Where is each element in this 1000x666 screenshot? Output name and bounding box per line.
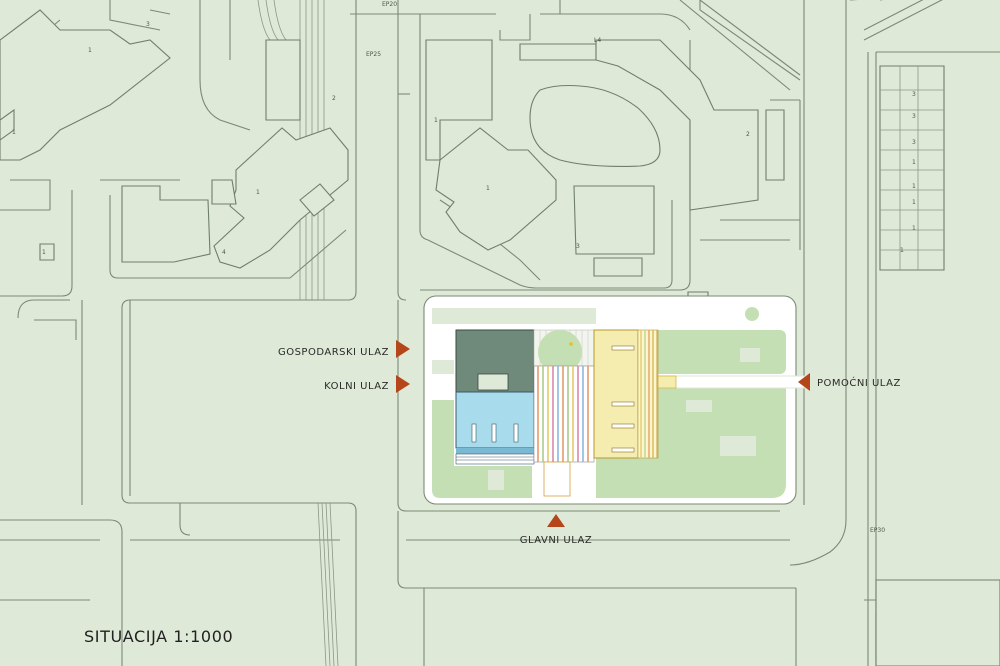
map-numbers: 3 1 1 2 1 4 1 1 3 2 3 3 3 1 1 1 1 1 1 1 … [12,1,916,534]
map-number: 1 [88,47,92,54]
map-number: 1 [900,247,904,254]
sports-hall [593,329,639,459]
map-number: 2 [332,95,336,102]
service-entrance-arrow [396,340,410,358]
map-number: 3 [912,91,916,98]
vehicle-entrance-arrow [396,375,410,393]
main-entrance-label: GLAVNI ULAZ [520,535,593,546]
vehicle-entrance-label: KOLNI ULAZ [324,381,389,392]
auxiliary-entrance-arrow [798,373,810,391]
drawing-title: SITUACIJA 1:1000 [84,627,233,646]
map-number: 3 [576,243,580,250]
project-site [423,295,805,505]
path-bit [432,360,454,374]
entrance-plaza [543,461,571,497]
map-number: 1 [434,117,438,124]
lawn-lower-left [432,400,532,498]
map-number: 3 [146,21,150,28]
map-number: 3 [912,139,916,146]
map-number: 1 [912,159,916,166]
auxiliary-entrance-label: POMOĆNI ULAZ [817,376,901,389]
tree-canopy [538,330,582,374]
map-number: 1 [912,225,916,232]
map-number: 1 [42,249,46,256]
map-number: 1 [12,129,16,136]
map-number: 2 [746,131,750,138]
path-strip [432,308,596,324]
map-number: 4 [222,249,226,256]
map-number: 1 [912,199,916,206]
map-number: 3 [912,113,916,120]
central-hall [533,365,595,463]
map-number: 1 [256,189,260,196]
map-number: 1 [912,183,916,190]
surrounding-buildings [0,9,1000,666]
map-code: EP30 [870,527,885,534]
map-code: EP25 [366,51,381,58]
main-entrance-arrow [547,514,565,527]
service-entrance-label: GOSPODARSKI ULAZ [278,347,389,358]
map-number: 1 [486,185,490,192]
entrance-markers [396,340,810,527]
map-code: L4 [594,37,601,44]
map-code: EP20 [382,1,397,8]
